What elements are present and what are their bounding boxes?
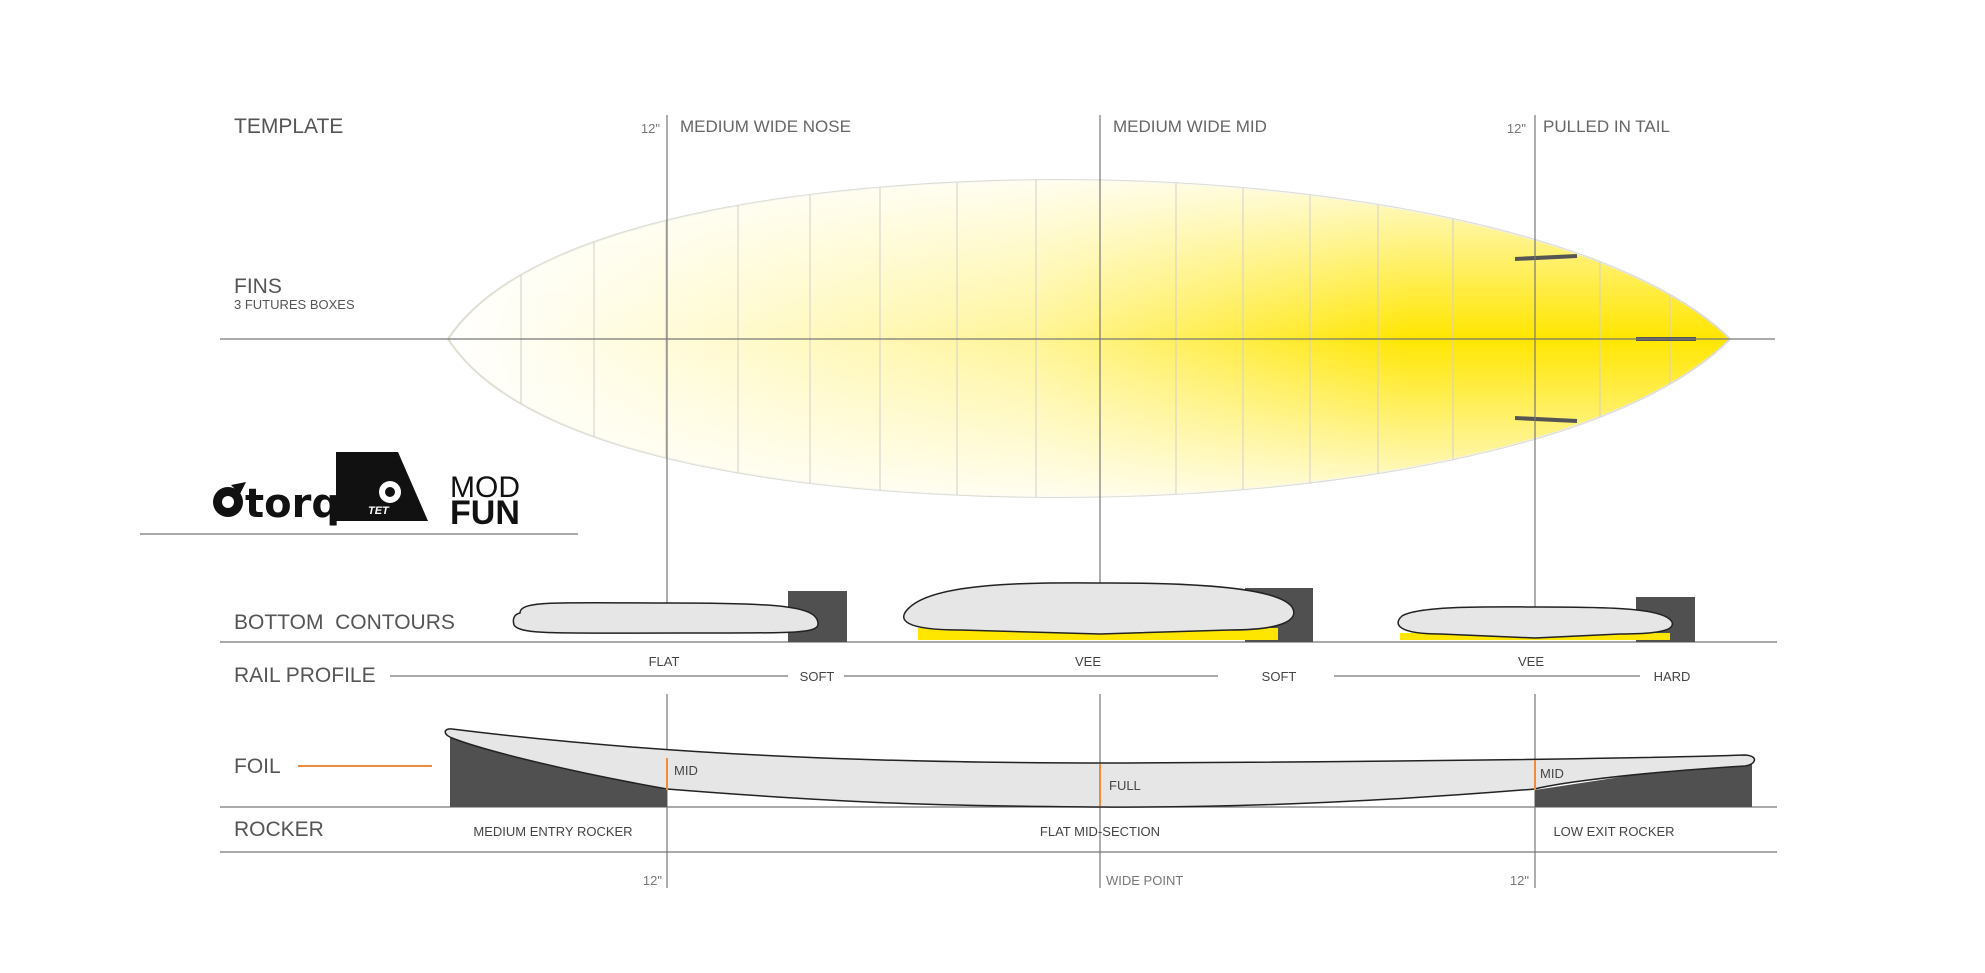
svg-text:TET: TET bbox=[368, 505, 390, 517]
foil-label-nose: MID bbox=[674, 763, 698, 778]
section-foil: FOIL bbox=[234, 755, 281, 778]
svg-text:FUN: FUN bbox=[450, 494, 520, 532]
rocker-label-entry: MEDIUM ENTRY ROCKER bbox=[473, 824, 632, 839]
bottom-measure-right: 12" bbox=[1510, 873, 1529, 888]
nose-template-label: MEDIUM WIDE NOSE bbox=[680, 117, 851, 136]
foil-label-mid: FULL bbox=[1109, 778, 1141, 793]
bottom-label-flat: FLAT bbox=[649, 654, 680, 669]
section-rail-profile: RAIL PROFILE bbox=[234, 664, 376, 687]
bottom-measure-left: 12" bbox=[643, 873, 662, 888]
section-fins-sub: 3 FUTURES BOXES bbox=[234, 297, 355, 312]
torq-logo: torq bbox=[213, 481, 340, 527]
foil-label-tail: MID bbox=[1540, 766, 1564, 781]
section-template: TEMPLATE bbox=[234, 115, 343, 138]
fin-box-left bbox=[1514, 254, 1578, 261]
tail-measure-label: 12" bbox=[1507, 121, 1526, 136]
rail-label-soft-2: SOFT bbox=[1262, 669, 1297, 684]
section-rocker: ROCKER bbox=[234, 818, 324, 841]
bottom-measure-wide-point: WIDE POINT bbox=[1106, 873, 1183, 888]
cross-section-flat bbox=[512, 601, 819, 634]
rail-label-soft-1: SOFT bbox=[800, 669, 835, 684]
cross-section-vee-mid bbox=[903, 582, 1295, 635]
svg-text:torq: torq bbox=[245, 481, 340, 527]
rocker-label-exit: LOW EXIT ROCKER bbox=[1553, 824, 1674, 839]
cross-section-vee-tail bbox=[1397, 606, 1674, 639]
nose-measure-label: 12" bbox=[641, 121, 660, 136]
rail-label-hard: HARD bbox=[1654, 669, 1691, 684]
bottom-contours bbox=[512, 582, 1695, 642]
board-template bbox=[446, 178, 1732, 499]
section-bottom-contours: BOTTOM CONTOURS bbox=[234, 611, 455, 634]
modfun-logo: MOD FUN bbox=[450, 471, 520, 532]
svg-text:MOD: MOD bbox=[450, 471, 520, 504]
tet-logo: TET bbox=[336, 452, 428, 521]
tail-template-label: PULLED IN TAIL bbox=[1543, 117, 1670, 136]
section-fins: FINS bbox=[234, 275, 282, 298]
fin-box-right bbox=[1514, 416, 1578, 423]
bottom-label-vee-mid: VEE bbox=[1075, 654, 1101, 669]
brand-logos: torq TET MOD FUN bbox=[213, 452, 520, 532]
foil-rocker-profile bbox=[298, 728, 1756, 808]
mid-template-label: MEDIUM WIDE MID bbox=[1113, 117, 1267, 136]
rocker-label-mid: FLAT MID-SECTION bbox=[1040, 824, 1160, 839]
bottom-label-vee-tail: VEE bbox=[1518, 654, 1544, 669]
